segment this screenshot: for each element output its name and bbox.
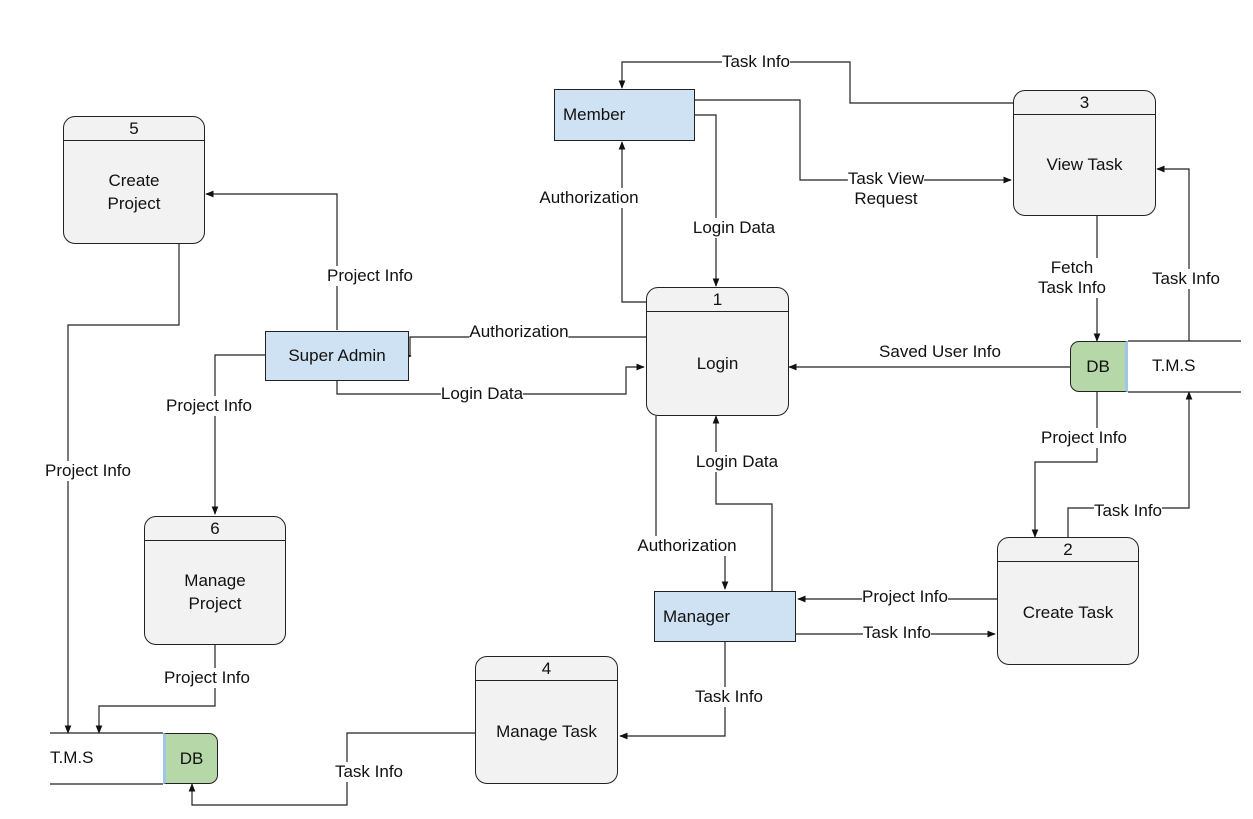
data-store-name-right: T.M.S (1152, 356, 1196, 375)
flow-label: Project Info (164, 668, 250, 688)
process-manage-task: 4 Manage Task (475, 656, 618, 784)
flow-label: Login Data (695, 452, 779, 472)
flow-label: Project Info (45, 461, 131, 481)
process-name: Create Project (107, 170, 161, 213)
flow-sa-to-p5 (205, 190, 338, 330)
flow-label: Authorization (469, 322, 569, 342)
process-name: Manage Project (184, 571, 246, 613)
flow-label: Login Data (440, 384, 524, 404)
flow-manager-to-p4 (619, 642, 726, 740)
flow-label: Task Info (334, 762, 404, 782)
flow-label: Task Info (1093, 501, 1163, 521)
flow-p5-to-store (64, 244, 180, 734)
flow-sa-to-p6 (211, 354, 265, 515)
process-number: 2 (998, 538, 1138, 562)
flow-member-to-p3 (695, 99, 1012, 184)
flow-label: Authorization (637, 536, 737, 556)
process-create-task: 2 Create Task (997, 537, 1139, 665)
flow-member-to-p1 (695, 114, 720, 287)
process-create-project: 5 Create Project (63, 116, 205, 244)
data-store-db-right: DB (1070, 341, 1128, 392)
process-name: Create Task (1022, 603, 1114, 622)
flow-label: Project Info (862, 587, 948, 607)
flow-p4-to-store (188, 732, 475, 806)
process-number: 1 (647, 288, 788, 312)
flow-label: Fetch Task Info (1037, 258, 1107, 298)
flow-p1-to-manager (655, 416, 729, 590)
process-manage-project: 6 Manage Project (144, 516, 286, 645)
flow-label: Task Info (862, 623, 932, 643)
flow-label: Task View Request (847, 169, 925, 209)
data-store-name-left: T.M.S (50, 748, 94, 767)
flow-store-to-p2 (1031, 392, 1098, 538)
process-number: 3 (1014, 91, 1155, 115)
flow-label: Task Info (1151, 269, 1221, 289)
process-name: View Task (1046, 155, 1123, 174)
flow-label: Project Info (327, 266, 413, 286)
flow-sa-to-p1 (336, 363, 645, 395)
flow-label: Task Info (694, 687, 764, 707)
flow-label: Saved User Info (879, 342, 1001, 362)
entity-super-admin: Super Admin (265, 331, 409, 381)
entity-manager: Manager (654, 591, 796, 642)
process-number: 5 (64, 117, 204, 141)
entity-member: Member (554, 89, 695, 141)
process-name: Login (696, 353, 739, 373)
flow-label: Project Info (166, 396, 252, 416)
flow-p6-to-store (95, 645, 216, 734)
process-view-task: 3 View Task (1013, 90, 1156, 216)
flow-p3-to-member (618, 61, 1013, 104)
flow-label: Project Info (1041, 428, 1127, 448)
flow-label: Authorization (539, 188, 639, 208)
flow-p1-to-member (618, 141, 646, 303)
flow-store-to-p3 (1156, 165, 1190, 341)
flow-label: Login Data (692, 218, 776, 238)
flow-label: Task Info (721, 52, 791, 72)
data-store-db-left: DB (163, 733, 218, 784)
process-number: 6 (145, 517, 285, 541)
process-login: 1 Login (646, 287, 789, 416)
process-number: 4 (476, 657, 617, 681)
process-name: Manage Task (496, 722, 597, 741)
